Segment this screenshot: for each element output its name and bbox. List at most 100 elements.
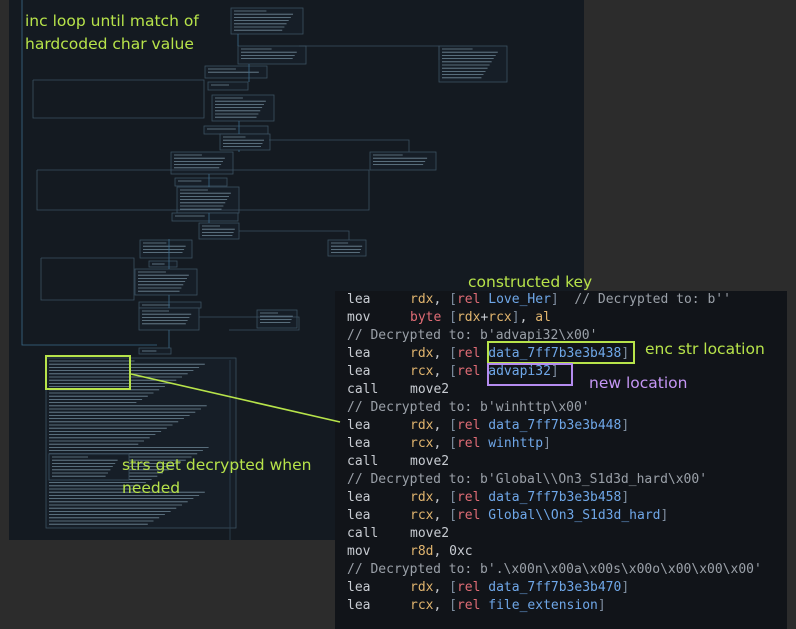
operands: rdx, [rel Love_Her] // Decrypted to: b'' (410, 292, 731, 307)
immediate: 0xc (449, 544, 473, 559)
symbol: winhttp (488, 436, 544, 451)
call-target: move2 (410, 382, 450, 397)
operands: byte [rdx+rcx], al (410, 310, 551, 325)
symbol: advapi32 (488, 364, 551, 379)
mnemonic: mov (347, 310, 371, 325)
code-comment-line[interactable]: // Decrypted to: b'.\x00n\x00a\x00s\x00o… (347, 561, 762, 579)
operands: move2 (410, 381, 449, 399)
graph-basic-block (174, 177, 228, 187)
operands: move2 (410, 525, 449, 543)
graph-basic-block (170, 151, 234, 175)
operands: r8d, 0xc (410, 544, 473, 559)
mnemonic: lea (347, 580, 371, 595)
operands: rcx, [rel file_extension] (410, 598, 606, 613)
rel-keyword: rel (456, 490, 481, 505)
symbol: file_extension (488, 598, 598, 613)
constructed-key-annotation: constructed key (468, 273, 593, 291)
rel-keyword: rel (456, 508, 481, 523)
mnemonic: lea (347, 364, 371, 379)
strings-annotation: strs get decrypted when needed (122, 454, 311, 500)
register: rdx (410, 490, 434, 505)
graph-edge (269, 139, 410, 152)
mnemonic: lea (347, 598, 371, 613)
register: rcx (410, 508, 434, 523)
operands: rcx, [rel winhttp] (410, 436, 551, 451)
mnemonic: lea (347, 346, 371, 361)
register: al (535, 310, 551, 325)
mnemonic: lea (347, 490, 371, 505)
symbol: data_7ff7b3e3b448 (488, 418, 622, 433)
mnemonic: lea (347, 436, 371, 451)
new-location-highlight-box (487, 363, 573, 386)
symbol: data_7ff7b3e3b438 (488, 346, 622, 361)
graph-edge (199, 316, 300, 331)
graph-loop-frame (40, 257, 135, 301)
call-target: move2 (410, 454, 450, 469)
comment-text: // Decrypted to: b'advapi32\x00' (347, 328, 598, 343)
rel-keyword: rel (456, 418, 481, 433)
rel-keyword: rel (456, 346, 481, 361)
mnemonic: call (347, 382, 379, 397)
size-keyword: byte (410, 310, 442, 325)
new-location-annotation: new location (589, 374, 688, 392)
graph-block-highlight-box (45, 355, 131, 390)
register: rdx (456, 310, 481, 325)
enc-str-location-annotation: enc str location (645, 340, 765, 358)
code-comment-line[interactable]: // Decrypted to: b'winhttp\x00' (347, 399, 590, 417)
symbol: Global\\On3_S1d3d_hard (488, 508, 661, 523)
register: rdx (410, 346, 434, 361)
comment-text: // Decrypted to: b'.\x00n\x00a\x00s\x00o… (347, 562, 762, 577)
operands: rdx, [rel data_7ff7b3e3b458] (410, 490, 630, 505)
graph-loop-frame (36, 169, 370, 211)
register: rdx (410, 418, 434, 433)
graph-basic-block (219, 133, 271, 151)
register: rcx (410, 436, 434, 451)
register: rdx (410, 580, 434, 595)
comment-text: // Decrypted to: b'winhttp\x00' (347, 400, 590, 415)
symbol: data_7ff7b3e3b470 (488, 580, 622, 595)
operands: rcx, [rel advapi32] (410, 364, 559, 379)
inline-comment: // Decrypted to: b'' (558, 292, 731, 307)
mnemonic: lea (347, 508, 371, 523)
operands: move2 (410, 453, 449, 471)
code-comment-line[interactable]: // Decrypted to: b'advapi32\x00' (347, 327, 597, 345)
rel-keyword: rel (456, 580, 481, 595)
register: rcx (410, 364, 434, 379)
graph-basic-block (171, 212, 239, 222)
register: rdx (410, 292, 434, 307)
graph-canvas (21, 0, 508, 540)
register: rcx (410, 598, 434, 613)
comment-text: // Decrypted to: b'Global\\On3_S1d3d_har… (347, 472, 708, 487)
operands: rdx, [rel data_7ff7b3e3b438] (410, 346, 630, 361)
call-target: move2 (410, 526, 450, 541)
mnemonic: call (347, 526, 379, 541)
graph-basic-block (327, 239, 367, 257)
disassembly-panel[interactable]: lea rdx, [rel Love_Her] // Decrypted to: … (335, 291, 787, 629)
strings-annotation-line2: needed (122, 479, 181, 497)
mnemonic: mov (347, 544, 371, 559)
control-flow-graph-view[interactable] (9, 0, 584, 540)
connector-line (130, 373, 341, 423)
rel-keyword: rel (456, 598, 481, 613)
code-comment-line[interactable]: // Decrypted to: b'Global\\On3_S1d3d_har… (347, 471, 707, 489)
rel-keyword: rel (456, 292, 481, 307)
graph-loop-edge (21, 0, 157, 346)
graph-edge (299, 45, 440, 60)
symbol: data_7ff7b3e3b458 (488, 490, 622, 505)
mnemonic: lea (347, 292, 371, 307)
register: r8d (410, 544, 434, 559)
register: rcx (488, 310, 512, 325)
rel-keyword: rel (456, 436, 481, 451)
operands: rcx, [rel Global\\On3_S1d3d_hard] (410, 508, 669, 523)
mnemonic: lea (347, 418, 371, 433)
rel-keyword: rel (456, 364, 481, 379)
loop-annotation-line2: hardcoded char value (25, 35, 194, 53)
operands: rdx, [rel data_7ff7b3e3b470] (410, 580, 630, 595)
graph-basic-block (207, 81, 249, 91)
symbol: Love_Her (488, 292, 551, 307)
mnemonic: call (347, 454, 379, 469)
loop-annotation: inc loop until match of hardcoded char v… (25, 10, 199, 56)
graph-edge (239, 230, 350, 240)
operands: rdx, [rel data_7ff7b3e3b448] (410, 418, 630, 433)
